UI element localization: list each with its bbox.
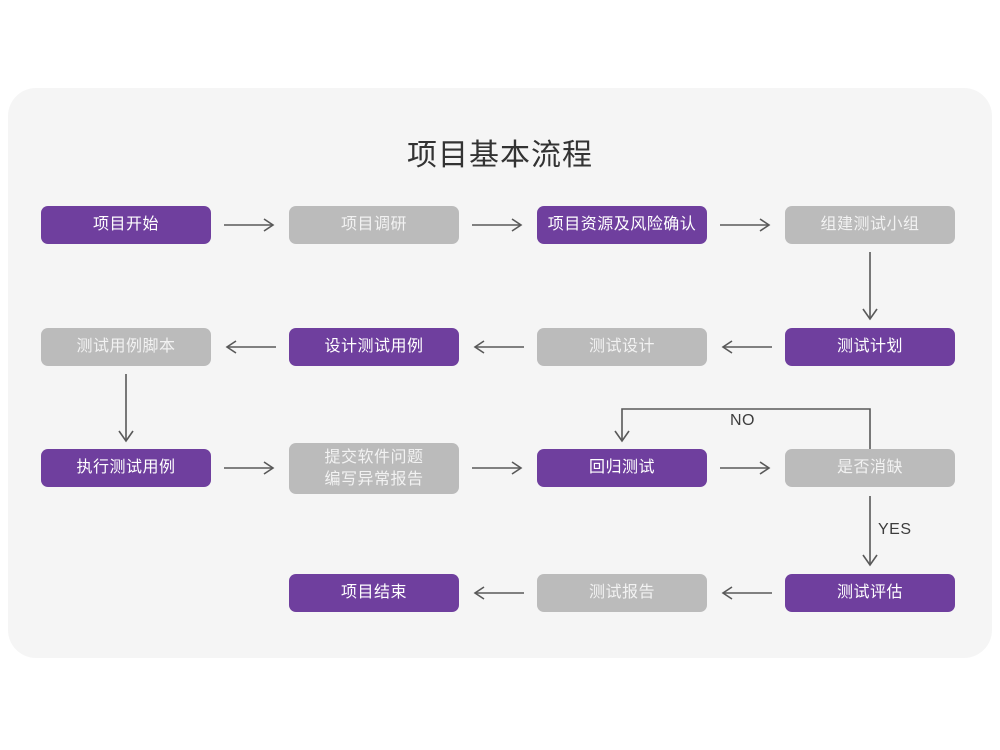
page-title: 项目基本流程 [407,139,593,172]
flow-node-n8[interactable]: 测试计划 [785,328,955,366]
flow-node-n12[interactable]: 是否消缺 [785,449,955,487]
flow-node-n3[interactable]: 项目资源及风险确认 [537,206,707,244]
flow-node-n7[interactable]: 测试设计 [537,328,707,366]
flow-node-n15[interactable]: 测试评估 [785,574,955,612]
flow-node-n2[interactable]: 项目调研 [289,206,459,244]
flow-node-n13[interactable]: 项目结束 [289,574,459,612]
edge-label-yes: YES [878,521,912,538]
flow-node-n1[interactable]: 项目开始 [41,206,211,244]
flow-node-n11[interactable]: 回归测试 [537,449,707,487]
edge-label-no: NO [730,412,755,429]
flow-node-n9[interactable]: 执行测试用例 [41,449,211,487]
flow-node-n10[interactable]: 提交软件问题 编写异常报告 [289,443,459,494]
flow-node-n5[interactable]: 测试用例脚本 [41,328,211,366]
flowchart-card [8,88,992,658]
flow-node-n14[interactable]: 测试报告 [537,574,707,612]
flow-node-n4[interactable]: 组建测试小组 [785,206,955,244]
flow-node-n6[interactable]: 设计测试用例 [289,328,459,366]
